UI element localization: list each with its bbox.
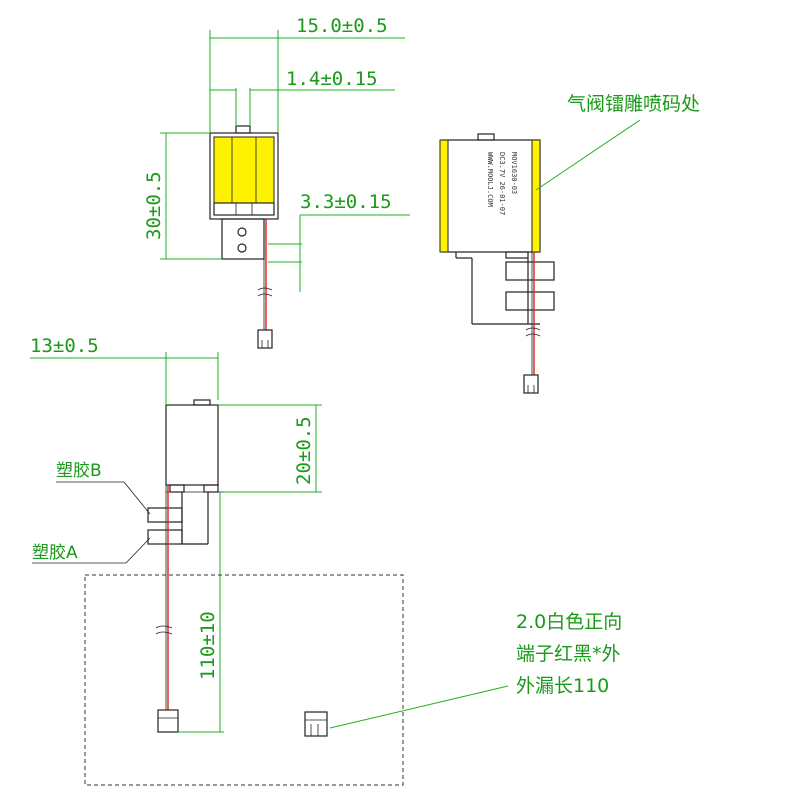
note-connector-2: 端子红黑*外	[516, 643, 621, 665]
front-view-top-nub	[235, 125, 251, 134]
front-view-port-hole-lower	[237, 243, 247, 253]
plastic-b-part	[147, 507, 183, 523]
marking-line-1: MOV1630-03	[510, 152, 518, 194]
connector-housing	[304, 711, 328, 737]
dim-height-side: 20±0.5	[293, 416, 315, 485]
lead-view-terminal	[157, 709, 179, 733]
front-view-port-hole-upper	[237, 227, 247, 237]
dim-height-top: 30±0.5	[143, 171, 165, 240]
note-laser-marking: 气阀镭雕喷码处	[567, 93, 700, 115]
dim-pin-width: 1.4±0.15	[286, 68, 378, 90]
front-view-flange	[213, 202, 275, 216]
note-connector-1: 2.0白色正向	[516, 611, 622, 633]
side-view-rotated: MOV1630-03 DC3.7V 26-01-07 WWW.MOOLJ.COM…	[439, 93, 700, 394]
dim-width-top: 15.0±0.5	[296, 15, 388, 37]
side-view-tab-lower	[505, 291, 555, 311]
plastic-a-part	[147, 529, 183, 545]
lead-view-body	[165, 404, 219, 486]
lead-view: 13±0.5 20±0.5 110±10 塑胶B 塑胶A	[30, 335, 322, 733]
dim-pin-offset: 3.3±0.15	[300, 191, 392, 213]
side-view-coil-right	[531, 139, 541, 253]
connector-detail: 2.0白色正向 端子红黑*外 外漏长110	[304, 611, 622, 737]
packaging-region	[84, 574, 404, 786]
label-plastic-a: 塑胶A	[32, 543, 78, 563]
dim-lead-length: 110±10	[197, 611, 219, 680]
label-plastic-b: 塑胶B	[56, 461, 102, 481]
marking-line-3: WWW.MOOLJ.COM	[486, 152, 494, 207]
side-view-terminal	[523, 374, 539, 394]
front-view-coil	[213, 136, 275, 204]
front-view-terminal	[257, 329, 273, 349]
front-view-port-block	[221, 218, 265, 260]
front-view: 15.0±0.5 1.4±0.15 30±0.5 3.3±0.15	[143, 15, 410, 349]
side-view-coil-left	[439, 139, 449, 253]
dim-width-side: 13±0.5	[30, 335, 99, 357]
side-view-tab-upper	[505, 261, 555, 281]
note-connector-3: 外漏长110	[516, 675, 609, 697]
marking-line-2: DC3.7V 26-01-07	[498, 152, 506, 215]
